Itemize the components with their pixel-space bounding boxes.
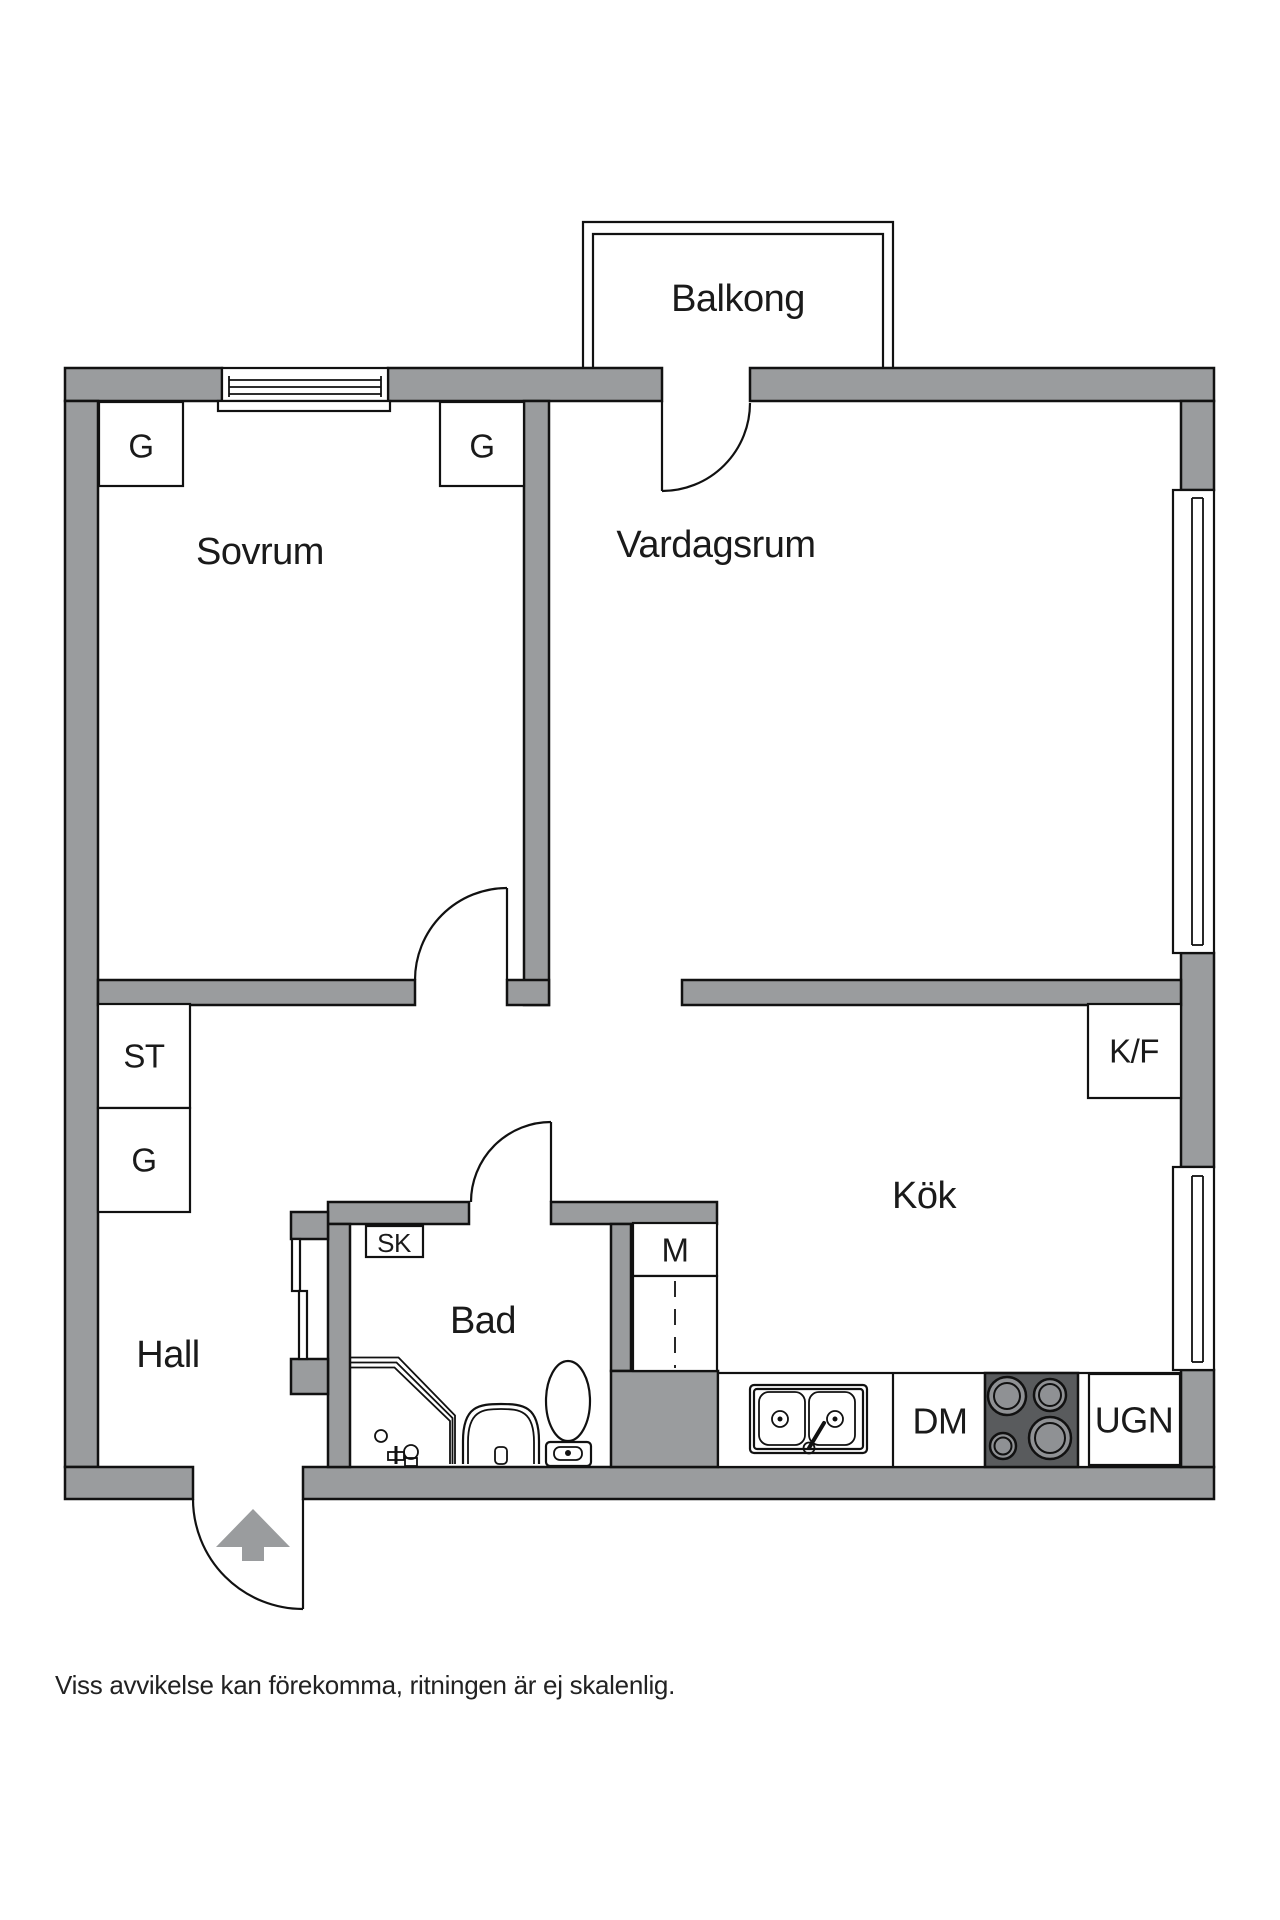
walls (63, 366, 1216, 1501)
shower (350, 1356, 456, 1467)
wall-bad-top-left (326, 1200, 471, 1226)
door-balcony (660, 401, 752, 493)
wall-right-bottom (1179, 1368, 1216, 1469)
closet-g-sovrum-right (438, 400, 526, 488)
label-ugn: UGN (1095, 1400, 1174, 1441)
closet-kf (1086, 1002, 1183, 1100)
wall-top-left (63, 366, 224, 403)
window-vardagsrum (1171, 488, 1216, 955)
wall-divider-sovrum (522, 399, 551, 1007)
label-m: M (662, 1232, 689, 1269)
radiator (290, 1237, 309, 1361)
wall-horizontal-stub (505, 978, 551, 1007)
wall-bottom-right (301, 1465, 1216, 1501)
wall-top-mid (386, 366, 664, 403)
oven-box (1087, 1372, 1182, 1467)
door-entrance (191, 1498, 305, 1611)
kitchen-sink (748, 1383, 869, 1455)
wall-stub-radiator-top (289, 1210, 330, 1241)
closet-sk (364, 1224, 425, 1259)
window-sill (216, 399, 392, 413)
entrance-arrow-icon (216, 1509, 290, 1561)
wall-horizontal-sovrum (96, 978, 417, 1007)
wall-left (63, 399, 100, 1469)
balcony-outline (581, 220, 895, 369)
label-kf: K/F (1109, 1033, 1159, 1070)
label-kok: Kök (892, 1175, 957, 1217)
label-g-sovrum-right: G (469, 428, 494, 465)
wall-top-right (748, 366, 1216, 403)
label-sk: SK (377, 1228, 412, 1258)
floor-drain-icon (374, 1429, 388, 1443)
wall-bottom-left (63, 1465, 195, 1501)
stove-icon (983, 1371, 1080, 1469)
label-g-hall: G (131, 1142, 156, 1179)
shower-mixer-icon (387, 1444, 419, 1467)
label-dm: DM (913, 1401, 968, 1442)
disclaimer-text: Viss avvikelse kan förekomma, ritningen … (55, 1670, 675, 1700)
label-bad: Bad (450, 1300, 516, 1342)
closet-g-hall (96, 1106, 192, 1214)
door-bad (469, 1120, 553, 1203)
wall-right-mid (1179, 951, 1216, 1169)
wall-block-bad-kok (609, 1369, 720, 1469)
closet-g-sovrum-left (97, 400, 185, 488)
wall-stub-radiator-bottom (289, 1357, 330, 1396)
label-hall: Hall (136, 1334, 199, 1376)
wall-horizontal-kok (680, 978, 1183, 1007)
wall-right-top (1179, 399, 1216, 492)
door-sovrum (413, 886, 509, 981)
closet-m (631, 1221, 719, 1373)
label-st: ST (123, 1038, 165, 1075)
label-sovrum: Sovrum (196, 531, 324, 573)
wall-bad-top-right (549, 1200, 719, 1226)
wall-bad-left (326, 1222, 352, 1469)
closet-st-hall (96, 1002, 192, 1110)
faucet-icon (802, 1441, 816, 1455)
toilet (544, 1359, 593, 1468)
label-vardagsrum: Vardagsrum (616, 524, 815, 566)
bathroom-sink (461, 1402, 541, 1465)
window-sovrum (216, 366, 392, 413)
label-g-sovrum-left: G (128, 428, 153, 465)
wall-bad-right (609, 1222, 633, 1373)
label-balkong: Balkong (671, 278, 805, 320)
window-kok (1171, 1165, 1216, 1372)
